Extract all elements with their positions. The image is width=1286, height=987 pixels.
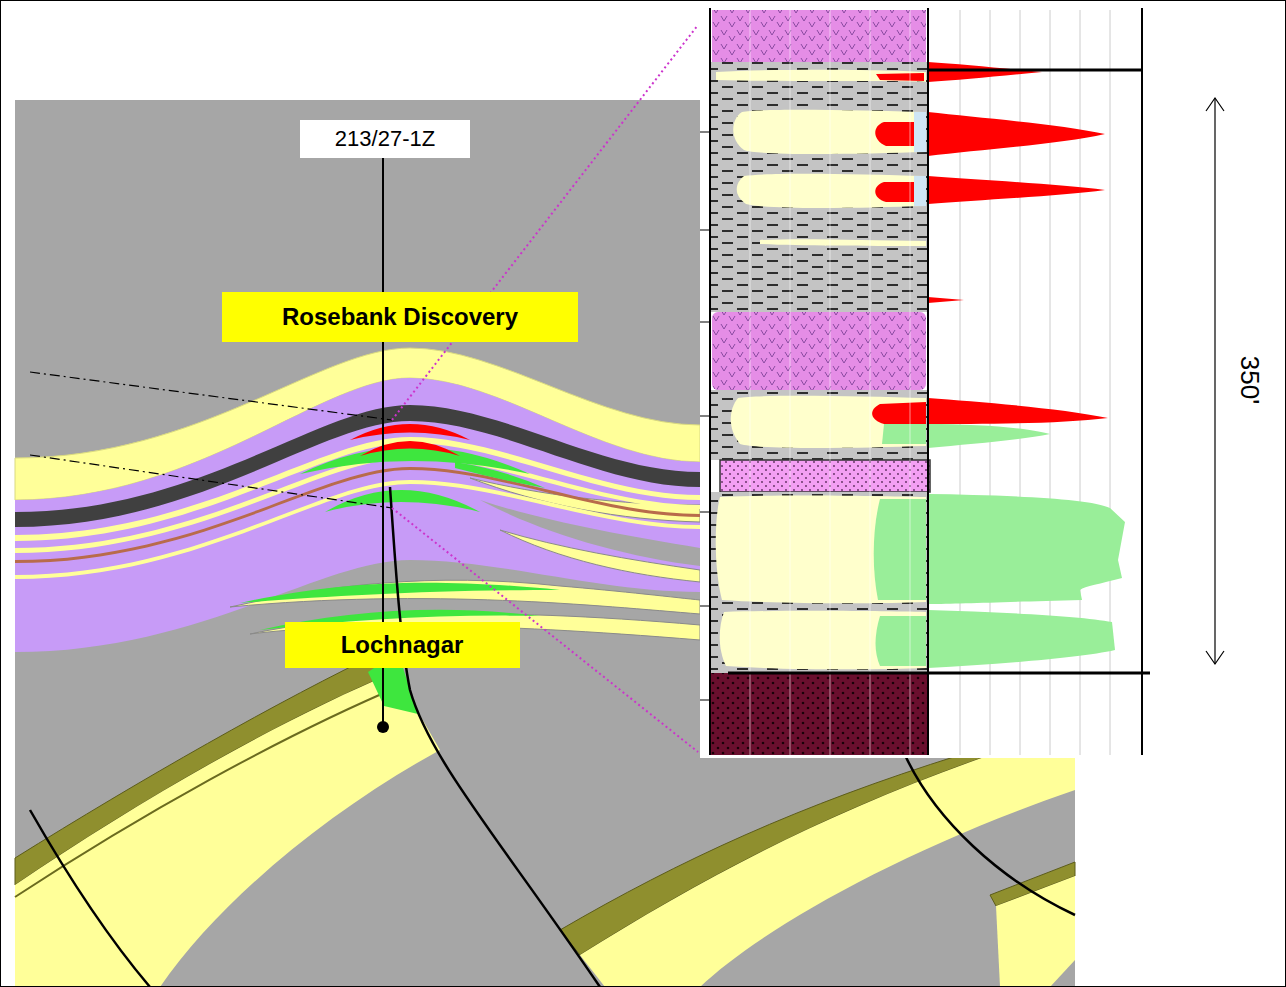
thickness-arrow (1214, 98, 1215, 664)
sand-interval (716, 495, 926, 603)
lochnagar-reservoir (368, 652, 418, 714)
volcanic-layer (15, 378, 700, 652)
column-border (927, 8, 929, 755)
column-border (709, 8, 711, 755)
volcanic-interval (712, 312, 926, 390)
sand-wedge (230, 580, 700, 614)
oil-show (875, 182, 914, 202)
oil-sand (360, 441, 460, 456)
log-curve-water (928, 610, 1115, 668)
column-grid (750, 10, 910, 755)
gas-show (914, 176, 926, 206)
dash-dot-line (30, 372, 392, 420)
fault-line (905, 755, 1075, 915)
fault-line (390, 487, 600, 987)
sand-wedge (500, 530, 700, 582)
well-path (382, 157, 384, 727)
oil-show (875, 122, 914, 146)
water-sand (240, 583, 560, 603)
interval-top-line (928, 69, 1142, 72)
zoom-line (392, 25, 698, 420)
tilted-sand (15, 672, 440, 987)
prospect-label-box: Lochnagar (285, 622, 520, 668)
water-sand (300, 447, 530, 474)
sand-interval (737, 174, 926, 208)
log-curve-oil (928, 398, 1108, 424)
log-curve-water (928, 494, 1125, 604)
node-text: Rosebank Discovery (282, 303, 518, 331)
zoom-line (392, 508, 698, 752)
water-show (882, 424, 926, 444)
shale-interval (710, 492, 928, 673)
prospect-label-box: Rosebank Discovery (222, 292, 578, 342)
tuff-interval (720, 460, 930, 492)
arrow-head (1206, 98, 1224, 111)
oil-show (872, 402, 926, 424)
shale-interval (710, 62, 928, 312)
dash-dot-line (30, 455, 392, 508)
sand-interval (720, 611, 926, 669)
gas-show (914, 112, 926, 152)
track-border (1141, 8, 1143, 755)
water-show (876, 616, 927, 666)
log-curve-oil (928, 112, 1105, 156)
water-sand (455, 462, 545, 488)
log-curve-oil (928, 176, 1105, 204)
well-name-box: 213/27-1Z (300, 120, 470, 158)
thin-sand-streak (760, 239, 926, 246)
log-curve-oil (928, 297, 964, 303)
thin-sand (15, 480, 700, 579)
water-show (874, 499, 926, 600)
depth-ticks (700, 132, 710, 700)
oil-sand (350, 424, 470, 440)
log-curve-oil (928, 62, 1042, 82)
tilted-sand (580, 755, 1075, 987)
coal-line (15, 686, 400, 897)
node-text: 213/27-1Z (335, 126, 435, 151)
interval-base-line (728, 672, 1150, 675)
log-curve-water (928, 424, 1050, 448)
sand-wedge (250, 614, 700, 640)
thickness-label: 350' (1236, 356, 1265, 404)
volcanic-interval (712, 10, 926, 62)
well-td-dot (377, 721, 389, 733)
basement-interval (710, 673, 928, 755)
log-panel (700, 8, 1145, 758)
sand-interval (716, 70, 926, 82)
node-text: Lochnagar (341, 631, 464, 659)
oil-show (876, 73, 924, 81)
arrow-head (1206, 651, 1224, 664)
sand-interval (731, 396, 926, 448)
fault-line (30, 810, 150, 987)
shale-interval (710, 390, 928, 460)
